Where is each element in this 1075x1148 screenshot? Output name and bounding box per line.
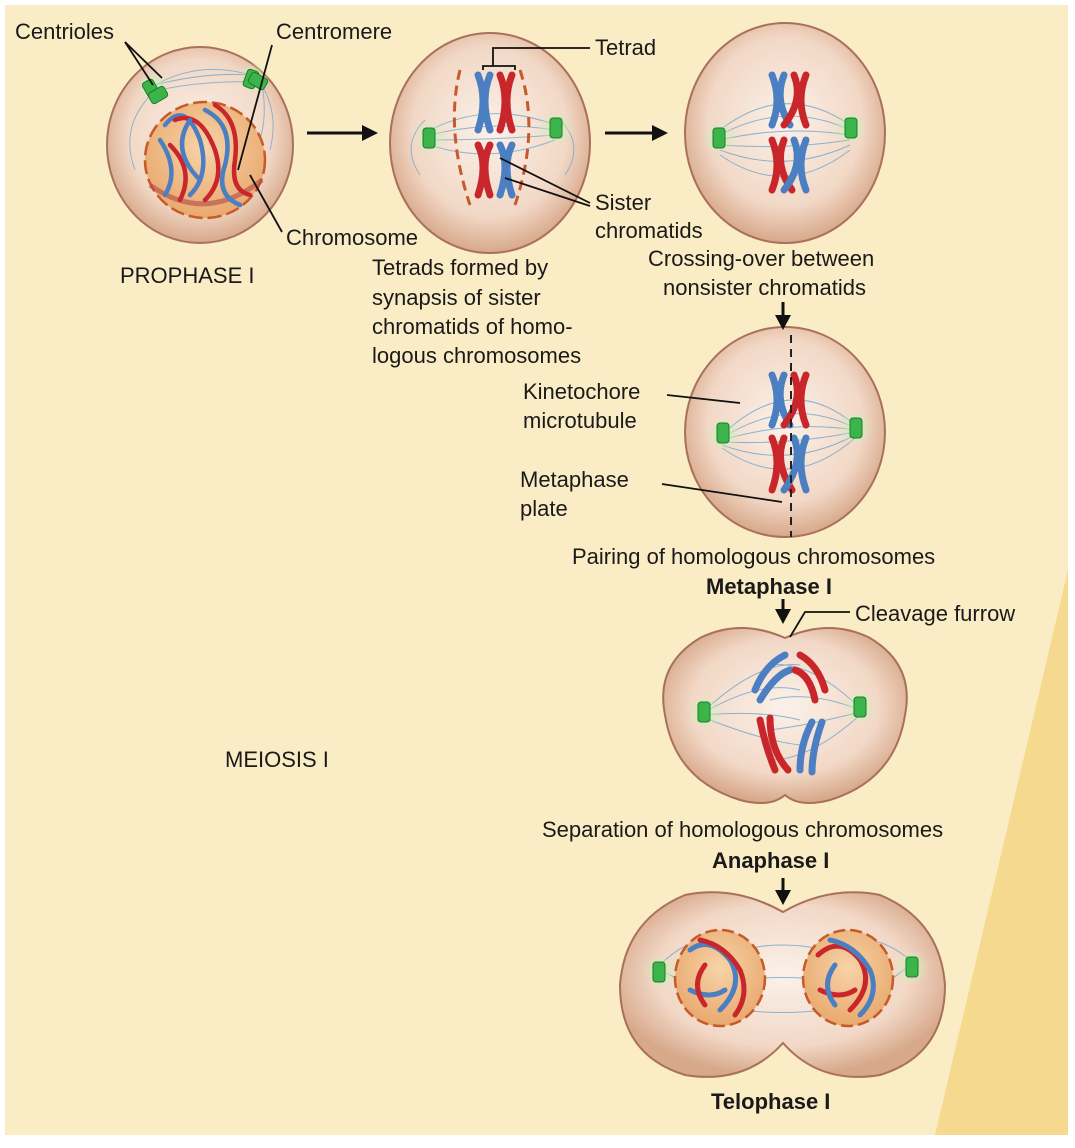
caption-tetrads-line4: logous chromosomes — [372, 343, 581, 368]
centriole-icon — [549, 117, 563, 139]
caption-separation: Separation of homologous chromosomes — [542, 817, 943, 842]
telophase-cell — [618, 891, 947, 1078]
centriole-icon — [716, 422, 730, 444]
centriole-icon — [422, 127, 436, 149]
caption-tetrads-line1: Tetrads formed by — [372, 255, 548, 280]
title-metaphase: Metaphase I — [706, 574, 832, 599]
label-metaplate-line1: Metaphase — [520, 467, 629, 492]
centriole-icon — [652, 961, 666, 983]
tetrad-cell — [389, 32, 591, 254]
label-chromosome: Chromosome — [286, 225, 418, 250]
caption-crossing-line1: Crossing-over between — [648, 246, 874, 271]
leader-lines — [124, 41, 850, 638]
label-tetrad: Tetrad — [595, 35, 656, 60]
centriole-icon — [844, 117, 858, 139]
label-meiosis: MEIOSIS I — [225, 747, 329, 772]
centriole-icon — [141, 68, 269, 105]
telophase-nucleus-right — [801, 928, 895, 1028]
crossing-over-cell — [684, 22, 886, 244]
metaphase-cell — [684, 326, 886, 538]
accent-band — [935, 570, 1068, 1135]
centriole-icon — [849, 417, 863, 439]
centriole-icon — [905, 956, 919, 978]
label-sister-line1: Sister — [595, 190, 651, 215]
anaphase-cell — [662, 627, 908, 805]
centriole-icon — [697, 701, 711, 723]
label-sister-line2: chromatids — [595, 218, 703, 243]
label-metaplate-line2: plate — [520, 496, 568, 521]
label-kinetochore-line2: microtubule — [523, 408, 637, 433]
centriole-icon — [712, 127, 726, 149]
centriole-icon — [853, 696, 867, 718]
label-centromere: Centromere — [276, 19, 392, 44]
title-anaphase: Anaphase I — [712, 848, 829, 873]
labels: Centrioles Centromere Tetrad Sister chro… — [15, 19, 1015, 1114]
label-centrioles: Centrioles — [15, 19, 114, 44]
caption-tetrads-line2: synapsis of sister — [372, 285, 541, 310]
caption-crossing-line2: nonsister chromatids — [663, 275, 866, 300]
prophase-cell — [106, 46, 294, 244]
label-prophase: PROPHASE I — [120, 263, 254, 288]
title-telophase: Telophase I — [711, 1089, 830, 1114]
caption-tetrads-line3: chromatids of homo- — [372, 314, 573, 339]
flow-arrows — [307, 125, 791, 905]
telophase-nucleus-left — [673, 928, 767, 1028]
label-kinetochore-line1: Kinetochore — [523, 379, 640, 404]
label-cleavage-furrow: Cleavage furrow — [855, 601, 1015, 626]
caption-pairing: Pairing of homologous chromosomes — [572, 544, 935, 569]
